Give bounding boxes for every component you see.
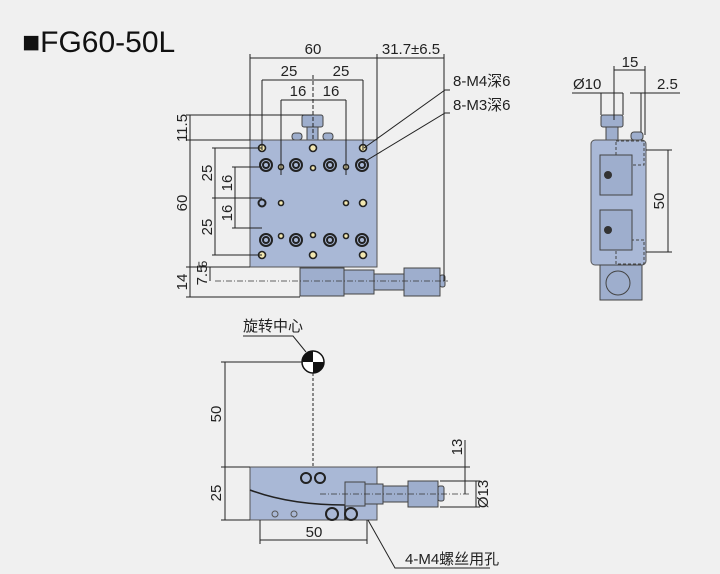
dim-front-25: 25 xyxy=(208,485,225,502)
dim-14: 14 xyxy=(174,274,191,291)
counterbore-inner xyxy=(358,161,366,169)
label-m4-holes: 8-M4深6 xyxy=(453,73,511,90)
top-view: 60 31.7±6.5 25 25 16 16 11.5 60 25 25 16… xyxy=(174,41,511,298)
dim-knob-11-5: 11.5 xyxy=(174,114,191,142)
m3-hole xyxy=(309,231,317,239)
m3-hole xyxy=(342,232,350,240)
label-mounting-holes: 4-M4螺丝用孔 xyxy=(405,551,499,568)
dim-pitch-25-right: 25 xyxy=(333,63,350,80)
dim-side-50: 50 xyxy=(651,193,668,210)
dim-pitch-16-left: 16 xyxy=(290,83,307,100)
m4-hole xyxy=(308,250,318,260)
m3-hole xyxy=(277,199,285,207)
counterbore-inner xyxy=(358,236,366,244)
dim-5: 5 xyxy=(196,260,210,267)
dim-height-60: 60 xyxy=(174,195,191,212)
dim-travel: 31.7±6.5 xyxy=(382,41,440,58)
pin-hole xyxy=(257,198,267,208)
dim-vpitch-16-top: 16 xyxy=(219,175,236,192)
dim-center-50: 50 xyxy=(208,406,225,423)
dim-pitch-25-left: 25 xyxy=(281,63,298,80)
dim-vpitch-25-top: 25 xyxy=(199,165,216,182)
m3-hole xyxy=(277,232,285,240)
counterbore-inner xyxy=(326,161,334,169)
dim-13: 13 xyxy=(449,439,466,456)
counterbore-inner xyxy=(292,236,300,244)
dim-7-5: 7.5 xyxy=(194,265,211,286)
counterbore-inner xyxy=(262,236,270,244)
front-view: 旋转中心 50 25 50 13 Ø13 4-M4螺丝用孔 xyxy=(208,318,499,569)
dim-15: 15 xyxy=(622,54,639,71)
product-title: ■FG60-50L xyxy=(22,26,175,59)
dim-d13: Ø13 xyxy=(475,480,492,508)
rotation-center-label: 旋转中心 xyxy=(243,318,303,335)
dim-vpitch-16-bottom: 16 xyxy=(219,205,236,222)
dim-vpitch-25-bottom: 25 xyxy=(199,219,216,236)
dim-front-50: 50 xyxy=(306,524,323,541)
rotation-center-icon xyxy=(301,350,325,374)
label-m3-holes: 8-M3深6 xyxy=(453,97,511,114)
side-view: 15 Ø10 2.5 50 xyxy=(572,54,680,301)
dim-2-5: 2.5 xyxy=(657,76,678,93)
micrometer-top xyxy=(215,267,448,297)
dim-d10: Ø10 xyxy=(573,76,601,93)
m4-hole xyxy=(308,143,318,153)
m4-hole xyxy=(358,198,368,208)
m4-hole xyxy=(358,250,368,260)
m3-hole xyxy=(342,199,350,207)
counterbore-inner xyxy=(326,236,334,244)
counterbore-inner xyxy=(292,161,300,169)
dim-width-60: 60 xyxy=(305,41,322,58)
dim-pitch-16-right: 16 xyxy=(323,83,340,100)
m3-hole xyxy=(309,164,317,172)
counterbore-inner xyxy=(262,161,270,169)
